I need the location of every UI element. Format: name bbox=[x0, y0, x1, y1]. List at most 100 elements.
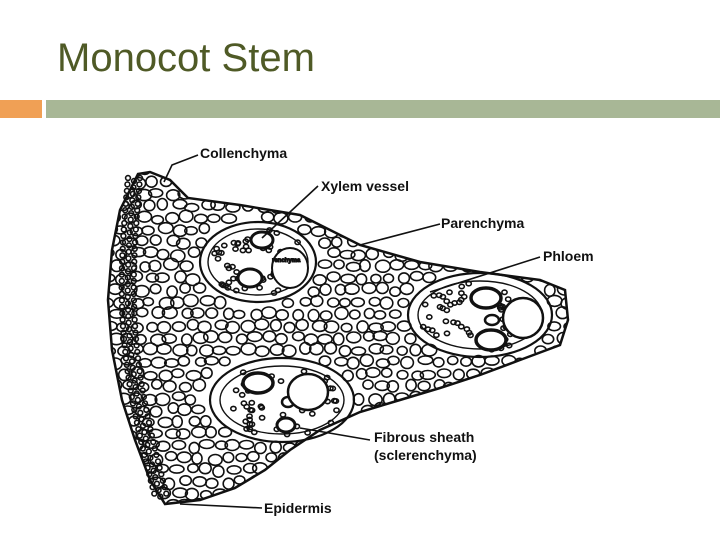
cell bbox=[186, 344, 198, 357]
cell bbox=[549, 345, 564, 358]
cell bbox=[478, 176, 495, 187]
cell bbox=[279, 189, 292, 200]
cell bbox=[489, 474, 502, 488]
phloem-leader bbox=[429, 256, 541, 293]
cell bbox=[257, 490, 270, 501]
cell bbox=[386, 379, 400, 393]
cell bbox=[170, 368, 185, 379]
cell bbox=[108, 367, 116, 381]
cell bbox=[446, 474, 460, 487]
cell bbox=[361, 172, 375, 175]
cell bbox=[296, 177, 310, 189]
cell bbox=[338, 297, 351, 308]
epidermis-cell bbox=[127, 345, 134, 352]
cell bbox=[312, 273, 328, 286]
cell bbox=[338, 487, 356, 498]
epidermis-cell bbox=[128, 351, 135, 359]
cell bbox=[513, 378, 527, 392]
cell bbox=[175, 237, 191, 250]
cell bbox=[422, 271, 437, 284]
xylem-vessel bbox=[249, 230, 275, 250]
cell bbox=[355, 273, 368, 286]
cell bbox=[275, 308, 290, 321]
epidermis-cell bbox=[134, 396, 142, 404]
epidermis-cell bbox=[118, 271, 126, 278]
cell bbox=[413, 401, 428, 415]
epidermis-cell bbox=[127, 222, 134, 230]
cell bbox=[270, 488, 286, 500]
bundle-sheath bbox=[198, 220, 318, 304]
cell bbox=[148, 259, 162, 273]
cell bbox=[444, 403, 460, 415]
cell bbox=[388, 473, 405, 488]
epidermis-cell bbox=[129, 364, 137, 371]
epidermis-cell bbox=[130, 284, 137, 291]
cell bbox=[150, 378, 163, 390]
cell bbox=[298, 341, 312, 355]
leader-lines bbox=[163, 154, 541, 509]
cell bbox=[565, 270, 568, 284]
cell bbox=[122, 501, 136, 504]
cell bbox=[514, 450, 529, 464]
bundle-cell bbox=[457, 296, 465, 303]
cell bbox=[193, 187, 209, 199]
epidermis-cell bbox=[132, 329, 139, 336]
cell bbox=[485, 236, 501, 249]
xylem-vessel bbox=[241, 371, 275, 395]
cell bbox=[410, 249, 426, 261]
cell bbox=[551, 366, 565, 380]
cell bbox=[205, 187, 220, 199]
cell bbox=[500, 236, 517, 247]
cell bbox=[416, 187, 433, 201]
cell bbox=[198, 222, 211, 235]
cell bbox=[242, 462, 258, 474]
cell bbox=[338, 344, 352, 358]
cell bbox=[253, 318, 270, 331]
cell bbox=[527, 474, 542, 489]
cell bbox=[521, 464, 538, 477]
cell bbox=[272, 463, 285, 474]
cell bbox=[118, 439, 131, 452]
epidermis-cell bbox=[130, 297, 138, 304]
cell bbox=[196, 174, 213, 188]
epidermis-cell bbox=[137, 374, 144, 381]
cell bbox=[498, 380, 514, 393]
epidermis-cell bbox=[133, 342, 140, 349]
bundle-cell bbox=[443, 307, 451, 314]
cell bbox=[281, 344, 297, 358]
bundle-cell bbox=[277, 378, 285, 385]
cell bbox=[184, 394, 197, 406]
cell bbox=[95, 264, 106, 272]
epidermis-cell bbox=[136, 181, 143, 188]
epidermis-cell bbox=[131, 316, 138, 323]
epidermis-cell bbox=[121, 213, 128, 220]
bundle-cell bbox=[439, 293, 447, 300]
cell bbox=[108, 415, 113, 428]
epidermis-cell bbox=[132, 413, 139, 420]
epidermis-cell bbox=[118, 284, 125, 291]
cell bbox=[368, 417, 383, 429]
cell bbox=[464, 200, 479, 211]
epidermis-cell bbox=[125, 374, 132, 381]
epidermis-cell bbox=[130, 371, 137, 378]
cell bbox=[446, 355, 459, 366]
bundle-cell bbox=[217, 249, 225, 256]
cell bbox=[525, 211, 541, 223]
cell bbox=[366, 199, 382, 212]
cell bbox=[389, 258, 405, 271]
cell bbox=[298, 462, 313, 476]
epidermis-cell bbox=[124, 261, 132, 268]
bundle-cell bbox=[451, 299, 458, 306]
epidermis-cell bbox=[119, 239, 127, 246]
epidermis-cell bbox=[152, 474, 159, 481]
epidermis-cell-layer bbox=[118, 174, 170, 500]
bundle-cell bbox=[424, 326, 432, 333]
cell bbox=[352, 225, 369, 236]
cell bbox=[226, 464, 242, 475]
bundle-cell bbox=[442, 318, 450, 325]
cell bbox=[218, 172, 235, 176]
cell bbox=[307, 308, 320, 323]
cell bbox=[175, 428, 191, 440]
cell bbox=[192, 282, 207, 294]
bundle-cell bbox=[230, 239, 238, 246]
